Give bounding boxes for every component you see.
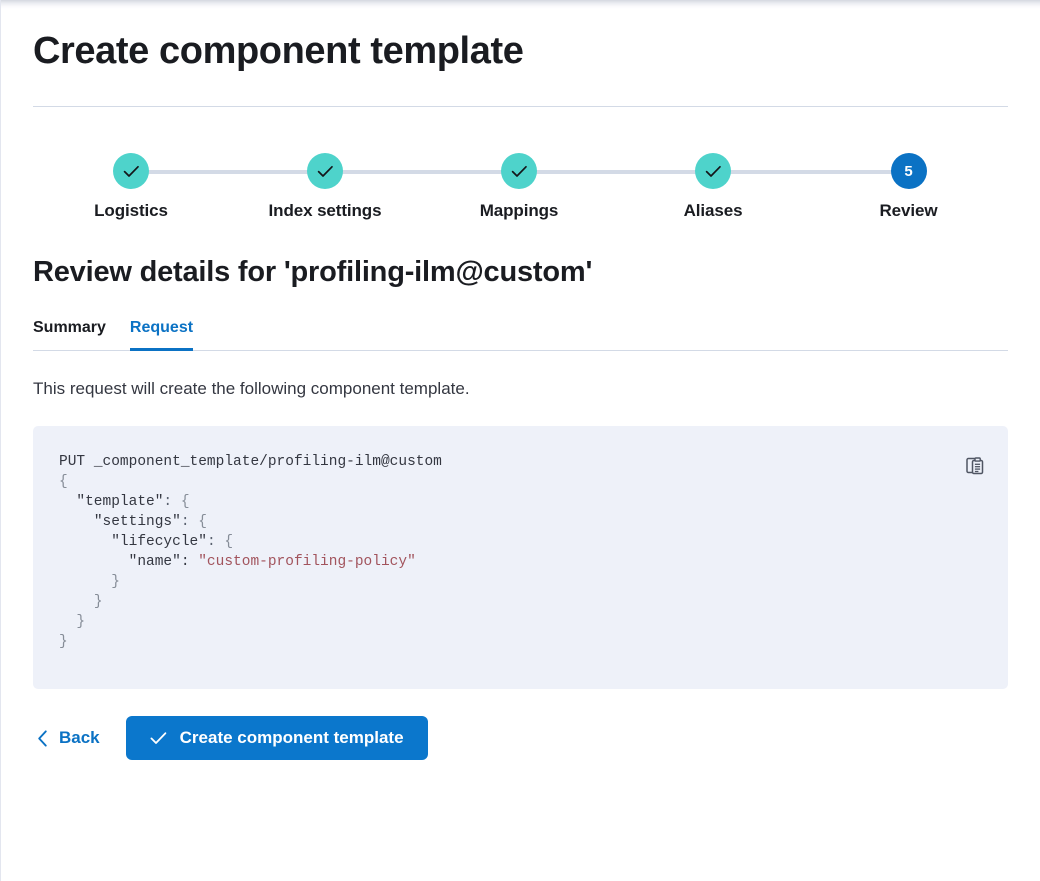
step-label: Mappings <box>479 201 559 220</box>
check-icon <box>511 165 527 177</box>
review-tabs: Summary Request <box>33 319 1008 351</box>
step-complete-badge[interactable] <box>695 153 731 189</box>
step-label: Review <box>879 201 938 220</box>
check-icon <box>705 165 721 177</box>
step-number-badge[interactable]: 5 <box>890 153 927 189</box>
request-description: This request will create the following c… <box>33 379 470 398</box>
step-complete-badge[interactable] <box>501 153 537 189</box>
page-content: Create component template Logistics Index… <box>1 0 1040 760</box>
header-divider <box>33 106 1008 107</box>
page-title: Create component template <box>33 30 524 72</box>
request-code-text: PUT _component_template/profiling-ilm@cu… <box>59 454 442 650</box>
chevron-left-icon <box>38 729 47 747</box>
back-button-label: Back <box>59 728 100 747</box>
check-icon <box>123 165 139 177</box>
tab-request[interactable]: Request <box>129 319 194 351</box>
step-connector <box>519 170 713 174</box>
review-heading: Review details for 'profiling-ilm@custom… <box>33 256 593 288</box>
step-label: Logistics <box>94 201 168 220</box>
wizard-step-index-settings[interactable]: Index settings <box>228 153 519 221</box>
wizard-step-mappings[interactable]: Mappings <box>422 153 713 221</box>
check-icon <box>317 165 333 177</box>
clipboard-glyph <box>965 457 983 475</box>
check-icon <box>150 732 166 744</box>
step-complete-badge[interactable] <box>307 153 343 189</box>
back-button[interactable]: Back <box>33 722 104 754</box>
step-connector <box>713 170 907 174</box>
tab-summary[interactable]: Summary <box>33 319 106 350</box>
wizard-actions: Back Create component template <box>33 716 1008 760</box>
request-code-block: PUT _component_template/profiling-ilm@cu… <box>33 426 1008 689</box>
step-connector <box>325 170 519 174</box>
step-label: Index settings <box>268 201 382 220</box>
step-label: Aliases <box>683 201 743 220</box>
wizard-step-logistics[interactable]: Logistics <box>34 153 325 221</box>
wizard-step-aliases[interactable]: Aliases <box>616 153 907 221</box>
create-button-label: Create component template <box>179 728 404 747</box>
copy-icon[interactable] <box>960 450 990 480</box>
step-complete-badge[interactable] <box>113 153 149 189</box>
create-component-template-button[interactable]: Create component template <box>125 716 428 760</box>
step-connector <box>131 170 325 174</box>
